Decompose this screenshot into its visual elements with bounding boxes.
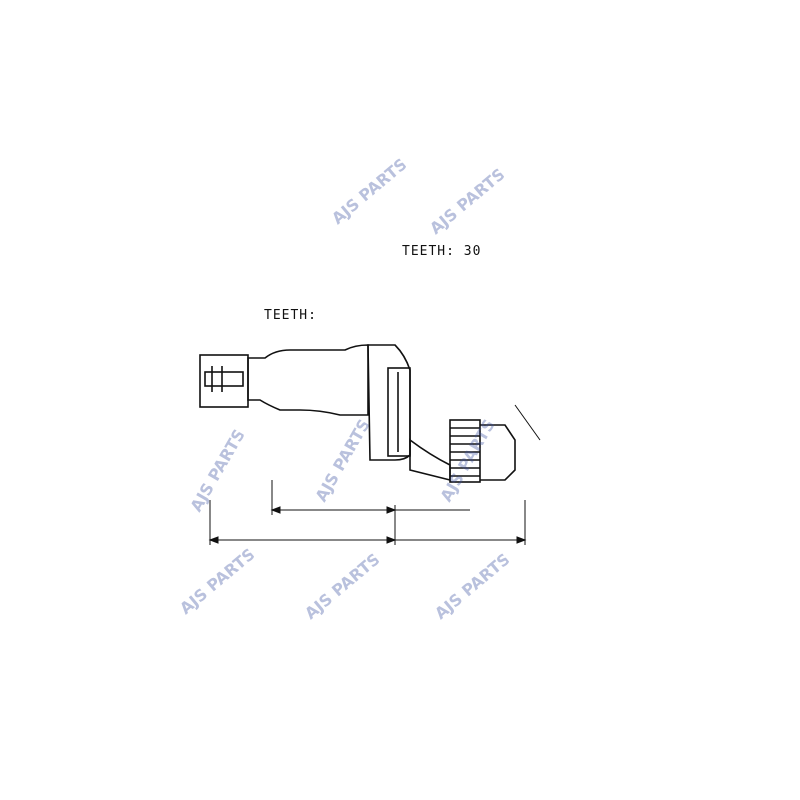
- shaft-end: [199, 354, 249, 408]
- screw-head: [204, 371, 244, 387]
- spline-teeth: [449, 419, 481, 483]
- dimension-lines: [208, 480, 527, 545]
- teeth-count-label: TEETH: 30: [402, 244, 482, 259]
- threaded-tip: [480, 424, 516, 481]
- shaft-body: [247, 344, 369, 416]
- inner-teeth-label: TEETH:: [264, 308, 317, 323]
- bell-housing: [367, 344, 411, 461]
- bell-rim: [387, 367, 411, 457]
